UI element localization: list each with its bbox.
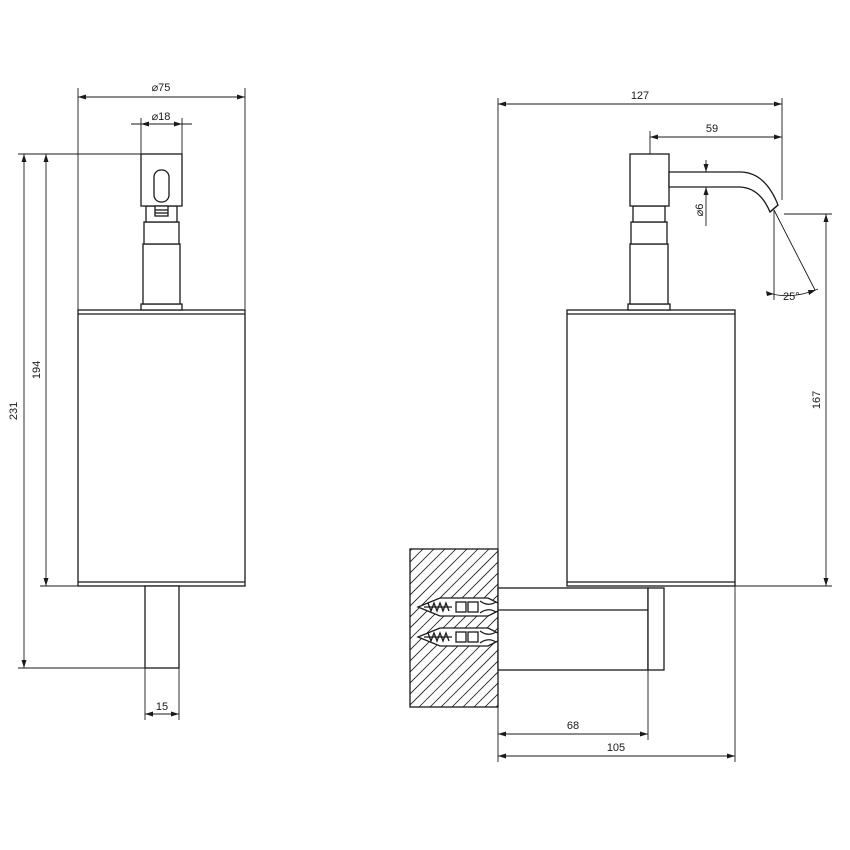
side-view: 127 59 ⌀6 25° [232, 90, 832, 762]
dim-side-depth-total: 127 [497, 90, 783, 549]
wall-hatch-line [440, 649, 498, 707]
wall-screw-top [424, 600, 497, 614]
wall-hatch-line [410, 549, 424, 563]
front-pump-shaft [142, 243, 181, 305]
wall-hatch-line [462, 671, 498, 707]
label-front-diameter-pump: ⌀18 [152, 111, 171, 123]
dim-side-spout-diameter: ⌀6 [694, 160, 709, 226]
dim-front-height-body: 194 [31, 154, 78, 587]
wall-screw-bottom [424, 630, 497, 644]
dim-front-diameter-outer: ⌀75 [77, 82, 246, 310]
label-front-height-total: 231 [8, 402, 20, 420]
label-side-body-depth: 105 [607, 742, 625, 754]
dim-front-bracket-width: 15 [144, 668, 180, 720]
label-side-spout-angle: 25° [783, 291, 800, 303]
wall-hatch-line [410, 549, 413, 552]
wall-hatch-line [232, 549, 390, 707]
label-front-diameter-outer: ⌀75 [152, 82, 171, 94]
dim-side-body-depth: 105 [498, 586, 736, 762]
label-side-spout-diameter: ⌀6 [694, 204, 706, 217]
wall-hatch-line [418, 627, 498, 707]
side-pump-head [629, 153, 670, 207]
wall-hatch-line [410, 549, 468, 607]
front-spout [153, 169, 170, 203]
label-side-spout-height: 167 [811, 391, 823, 409]
front-pump-collar [140, 303, 183, 311]
wall-hatch-line [410, 549, 446, 585]
front-view: ⌀75 ⌀18 231 194 [8, 82, 246, 720]
label-side-bracket-depth: 68 [567, 720, 579, 732]
side-body [566, 309, 736, 587]
side-pump-shaft [629, 243, 669, 305]
wall-hatch-line [410, 550, 498, 640]
wall-section [232, 548, 499, 708]
wall-hatch-line [410, 561, 498, 651]
label-front-bracket-width: 15 [156, 701, 168, 713]
side-spout [668, 171, 779, 214]
wall-hatch-line [410, 549, 479, 618]
dim-front-diameter-pump: ⌀18 [131, 111, 192, 154]
wall-hatch-line [410, 549, 457, 596]
label-side-depth-total: 127 [631, 90, 649, 102]
front-body [77, 309, 246, 587]
wall-hatch-line [243, 549, 401, 707]
label-front-height-body: 194 [31, 361, 43, 379]
dim-side-spout-length: 59 [649, 123, 782, 154]
dim-front-height-total: 231 [8, 153, 145, 669]
front-wall-bracket [144, 585, 180, 669]
dim-side-bracket-depth: 68 [497, 670, 649, 762]
dim-side-spout-height: 167 [735, 213, 832, 587]
label-side-spout-length: 59 [706, 123, 718, 135]
wall-hatch-line [451, 660, 498, 707]
side-wall-bracket [497, 587, 649, 671]
wall-hatch-line [410, 549, 490, 629]
wall-hatch-line [429, 638, 498, 707]
side-pump-collar [627, 303, 671, 311]
dim-side-spout-angle: 25° [766, 209, 819, 303]
